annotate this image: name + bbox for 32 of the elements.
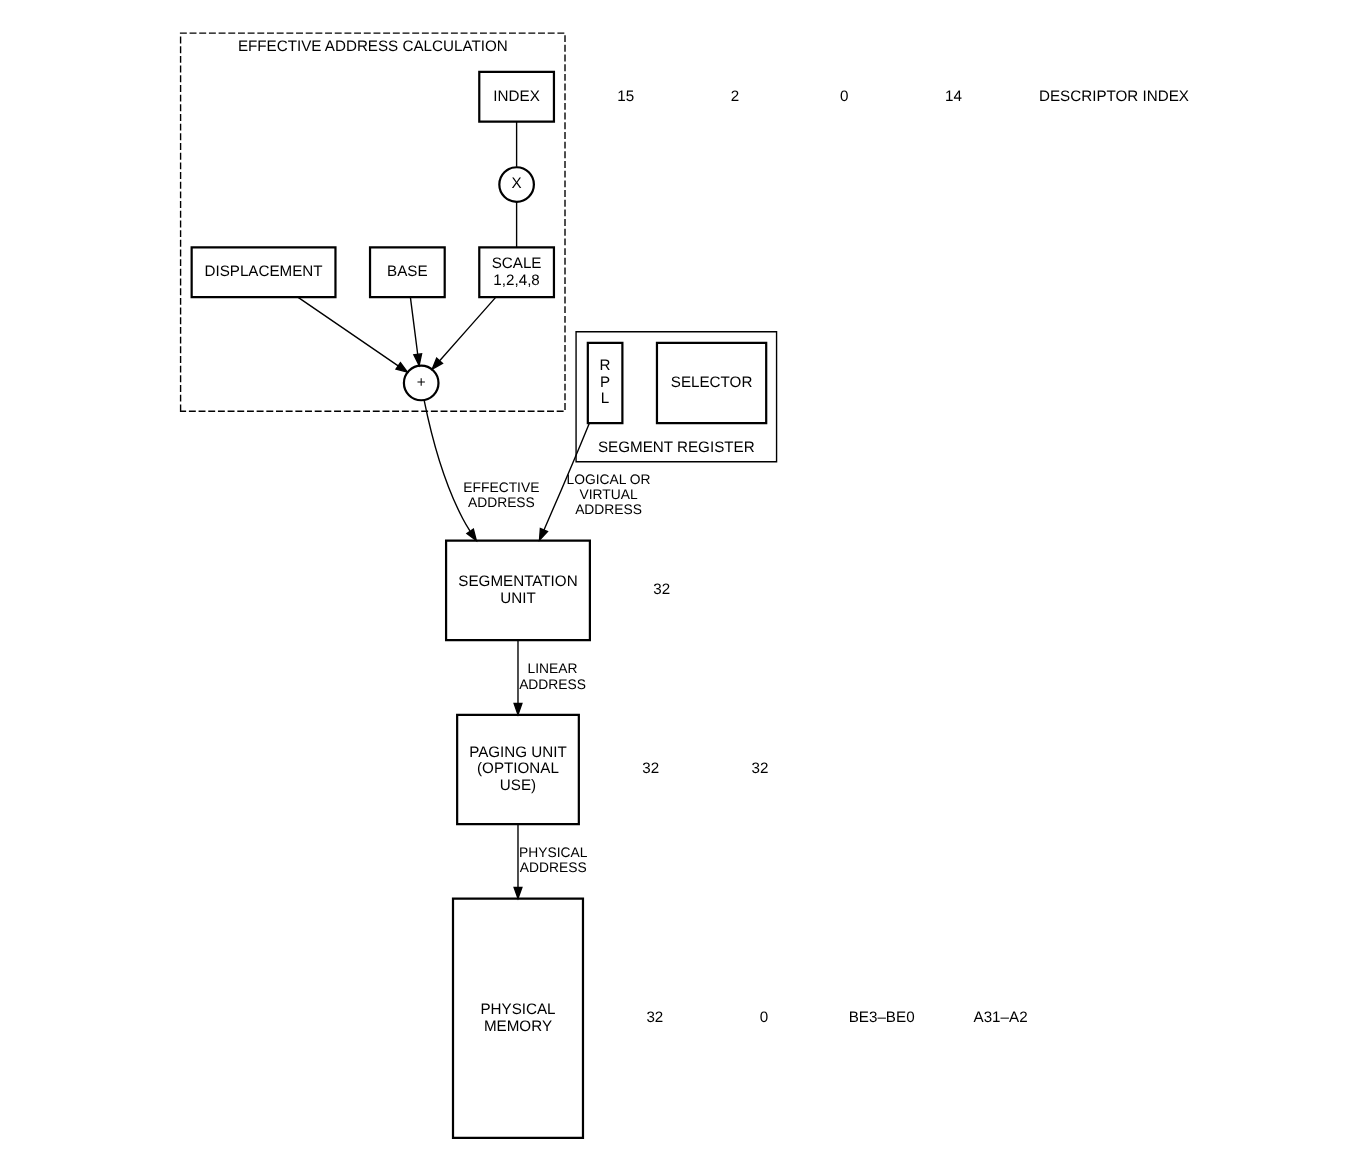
node-box: INDEX — [477, 70, 555, 123]
arrow — [512, 639, 522, 717]
arrow — [537, 422, 589, 543]
label: 2 — [729, 86, 739, 105]
arrow — [296, 296, 409, 374]
label: 14 — [944, 86, 962, 105]
node-circle: + — [401, 364, 439, 402]
label: 32 — [645, 1008, 663, 1027]
connector — [514, 121, 517, 168]
node-box: SEGMENTATION UNIT — [444, 539, 590, 642]
label: 32 — [652, 580, 670, 599]
node-box: SELECTOR — [654, 341, 767, 425]
connector — [514, 201, 517, 248]
label: 32 — [750, 759, 768, 778]
label: 15 — [616, 86, 634, 105]
label: BE3–BE0 — [847, 1008, 914, 1027]
node-box: RPL — [585, 341, 623, 425]
label: A31–A2 — [972, 1008, 1027, 1027]
node-box: DISPLACEMENT — [189, 246, 336, 299]
label: 0 — [758, 1008, 768, 1027]
node-box: PAGING UNIT (OPTIONAL USE) — [455, 713, 579, 826]
arrow — [422, 399, 477, 543]
arrow — [408, 296, 422, 368]
node-box: BASE — [367, 246, 445, 299]
arrow — [429, 296, 496, 371]
label: 32 — [641, 759, 659, 778]
arrow — [512, 823, 522, 901]
label: 0 — [839, 86, 848, 105]
label: DESCRIPTOR INDEX — [1038, 86, 1188, 105]
node-circle: X — [497, 166, 534, 203]
node-box: SCALE 1,2,4,8 — [477, 246, 555, 299]
node-box: PHYSICAL MEMORY — [450, 897, 584, 1140]
